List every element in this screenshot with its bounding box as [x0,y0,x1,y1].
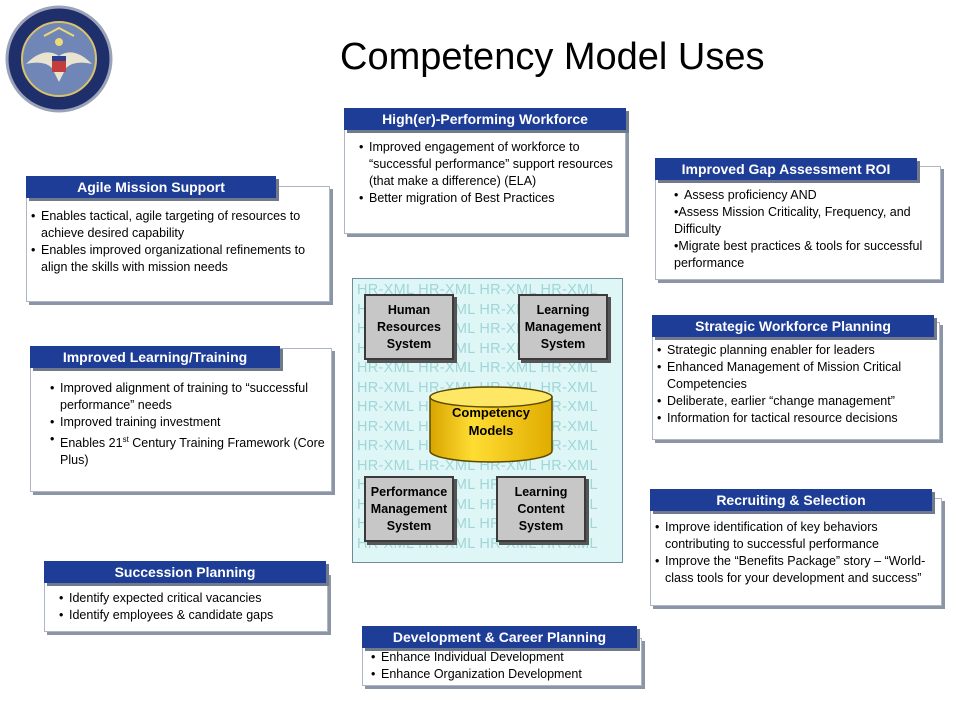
recruiting-header: Recruiting & Selection [650,489,932,511]
list-item: Identify employees & candidate gaps [57,607,327,624]
workforce-header: High(er)-Performing Workforce [344,108,626,130]
page-title: Competency Model Uses [340,36,765,78]
succession-list: Identify expected critical vacancies Ide… [57,590,327,624]
list-item: Information for tactical resource decisi… [655,410,943,427]
development-list: Enhance Individual Development Enhance O… [369,649,641,683]
hr-xml-row: HR-XML HR-XML HR-XML HR-XML [357,360,598,376]
gap-box: Assess proficiency AND •Assess Mission C… [655,166,941,280]
workforce-list: Improved engagement of workforce to “suc… [357,139,625,207]
agile-box: Enables tactical, agile targeting of res… [26,186,330,302]
hr-xml-row: HR-XML HR-XML HR-XML HR-XML [357,457,598,474]
workforce-box: Improved engagement of workforce to “suc… [344,120,626,234]
list-item: Improve identification of key behaviors … [653,519,941,553]
agile-list: Enables tactical, agile targeting of res… [29,208,329,276]
list-item: Deliberate, earlier “change management” [655,393,943,410]
list-item: Assess proficiency AND [672,187,934,204]
dod-seal-logo [5,5,113,113]
list-item: Enhance Individual Development [369,649,641,666]
list-item: Improve the “Benefits Package” story – “… [653,553,941,587]
gap-header: Improved Gap Assessment ROI [655,158,917,180]
list-item: •Assess Mission Criticality, Frequency, … [674,205,911,236]
learning-list: Improved alignment of training to “succe… [48,380,338,469]
list-item: •Migrate best practices & tools for succ… [674,239,923,270]
list-item: Better migration of Best Practices [357,190,625,207]
list-item: Enhanced Management of Mission Critical … [655,359,943,393]
learning-box: Improved alignment of training to “succe… [30,348,332,492]
competency-models-label: Competency Models [451,405,531,438]
learning-content-system: Learning Content System [496,476,586,542]
succession-header: Succession Planning [44,561,326,583]
learning-header: Improved Learning/Training [30,346,280,368]
list-item: Enables improved organizational refineme… [29,242,329,276]
list-item: Improved engagement of workforce to “suc… [357,139,625,190]
agile-header: Agile Mission Support [26,176,276,198]
gap-list: Assess proficiency AND •Assess Mission C… [672,187,934,272]
strategic-box: Strategic planning enabler for leaders E… [652,322,940,440]
performance-management-system: Performance Management System [364,476,454,542]
strategic-header: Strategic Workforce Planning [652,315,934,337]
list-item: Identify expected critical vacancies [57,590,327,607]
list-item: Improved alignment of training to “succe… [48,380,338,414]
learning-management-system: Learning Management System [518,294,608,360]
list-item: Enables tactical, agile targeting of res… [29,208,329,242]
list-item: Strategic planning enabler for leaders [655,342,943,359]
recruiting-box: Improve identification of key behaviors … [650,498,942,606]
list-item: Improved training investment [48,414,338,431]
list-item: Enhance Organization Development [369,666,641,683]
human-resources-system: Human Resources System [364,294,454,360]
development-header: Development & Career Planning [362,626,637,648]
recruiting-list: Improve identification of key behaviors … [653,519,941,587]
list-item: Enables 21st Century Training Framework … [48,431,338,469]
competency-models-cylinder [429,386,553,463]
strategic-list: Strategic planning enabler for leaders E… [655,342,943,427]
